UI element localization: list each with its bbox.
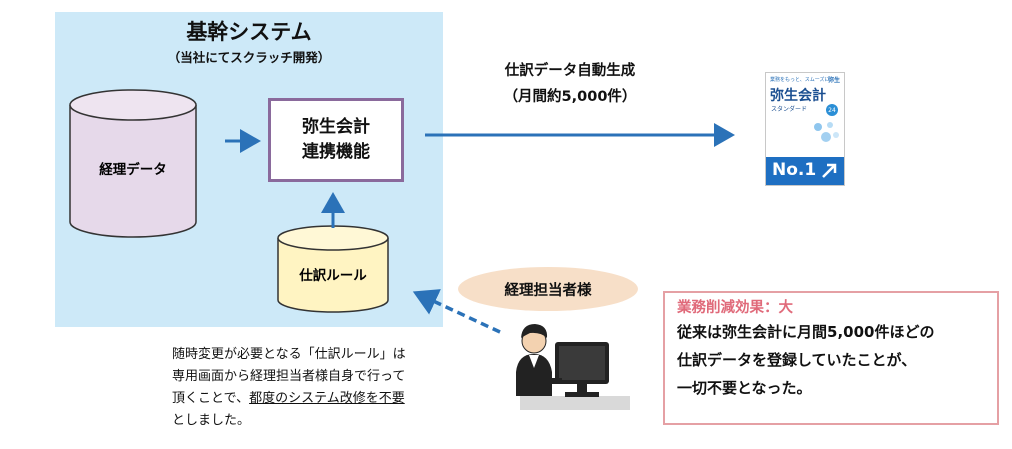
- product-badge: No.1: [772, 160, 817, 180]
- linkage-line-1: 弥生会計: [302, 117, 370, 137]
- note-line-3-underline: 都度のシステム改修を不要: [249, 391, 405, 406]
- product-brand: 弥生: [827, 77, 840, 84]
- auto-generation-label: 仕訳データ自動生成 （月間約5,000件）: [440, 58, 700, 110]
- rules-label: 仕訳ルール: [298, 267, 367, 284]
- person-label-bubble: 経理担当者様: [458, 267, 638, 311]
- effect-title: 業務削減効果：大: [677, 300, 793, 316]
- yayoi-product-box: 業務をもっと、スムーズに。 弥生 弥生会計 スタンダード 24 No.1: [765, 72, 845, 186]
- effect-line-3: 一切不要となった。: [677, 379, 812, 397]
- accounting-data-label: 経理データ: [99, 161, 167, 178]
- rules-cylinder: 仕訳ルール: [277, 225, 389, 313]
- effect-line-1: 従来は弥生会計に月間5,000件ほどの: [677, 323, 935, 341]
- arrow-person-to-rules: [412, 289, 501, 334]
- note-line-3: 頂くことで、都度のシステム改修を不要: [172, 388, 472, 410]
- effect-line-2: 仕訳データを登録していたことが、: [677, 351, 917, 369]
- auto-generation-line-1: 仕訳データ自動生成: [504, 63, 636, 79]
- product-edition: スタンダード: [771, 106, 808, 113]
- auto-generation-line-2: （月間約5,000件）: [503, 89, 637, 105]
- product-name: 弥生会計: [770, 88, 826, 104]
- note-line-1: 随時変更が必要となる「仕訳ルール」は: [172, 347, 406, 362]
- arrow-up-right-icon: [822, 163, 837, 178]
- rules-note: 随時変更が必要となる「仕訳ルール」は 専用画面から経理担当者様自身で行って 頂く…: [172, 344, 472, 432]
- note-line-3-prefix: 頂くことで、: [172, 391, 250, 406]
- accounting-data-cylinder: 経理データ: [69, 89, 197, 238]
- product-badge-area: No.1: [766, 157, 844, 185]
- product-year: 24: [826, 104, 838, 116]
- effect-box: 業務削減効果：大 従来は弥生会計に月間5,000件ほどの 仕訳データを登録してい…: [663, 291, 999, 425]
- product-decoration-icon: [810, 119, 840, 145]
- note-line-2: 専用画面から経理担当者様自身で行って: [172, 369, 406, 384]
- note-line-4: としました。: [172, 413, 251, 428]
- core-system-title: 基幹システム: [186, 20, 312, 44]
- linkage-line-2: 連携機能: [302, 142, 370, 162]
- product-tagline: 業務をもっと、スムーズに。: [770, 77, 835, 83]
- core-system-subtitle: （当社にてスクラッチ開発）: [167, 50, 331, 65]
- person-at-computer-icon: [516, 324, 630, 410]
- linkage-function-box: 弥生会計 連携機能: [268, 98, 404, 182]
